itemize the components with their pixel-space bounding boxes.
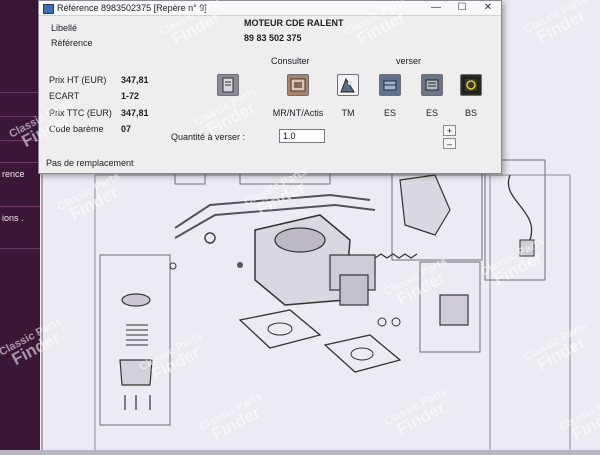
reference-dialog: Référence 8983502375 [Repère n° 9] — ☐ ✕… <box>38 0 502 174</box>
side-navigation: rence ions . <box>0 0 40 450</box>
catalog-button-label: MR/NT/Actis <box>272 108 324 118</box>
quantity-increase-button[interactable]: + <box>443 125 456 136</box>
nav-item[interactable] <box>0 92 40 114</box>
maximize-button[interactable]: ☐ <box>457 2 467 13</box>
window-title: Référence 8983502375 [Repère n° 9] <box>57 3 207 13</box>
minimize-button[interactable]: — <box>431 2 441 13</box>
title-bar: Référence 8983502375 [Repère n° 9] — ☐ ✕ <box>39 1 501 16</box>
cart-button-label: ES <box>383 108 396 118</box>
nav-item-options[interactable]: ions . <box>0 206 40 228</box>
bs-icon <box>463 77 479 93</box>
bs-button-label: BS <box>464 108 477 118</box>
catalog-icon <box>290 78 306 92</box>
nav-item[interactable] <box>0 116 40 138</box>
document-button[interactable] <box>217 74 239 96</box>
bs-button[interactable] <box>460 74 482 96</box>
basket-button-label: ES <box>425 108 438 118</box>
time-button-label: TM <box>341 108 355 118</box>
time-icon <box>340 77 355 93</box>
reference-label: Référence <box>51 38 93 48</box>
libelle-value: MOTEUR CDE RALENT <box>244 18 344 28</box>
document-icon <box>222 77 234 93</box>
cart-icon <box>383 80 397 91</box>
quantity-input[interactable] <box>279 129 325 143</box>
time-button[interactable] <box>337 74 359 96</box>
ecart-label: ECART <box>49 91 80 101</box>
consulter-section-label: Consulter <box>271 56 310 66</box>
nav-item[interactable] <box>0 248 40 270</box>
code-bareme-label: Code barème <box>49 124 104 134</box>
cart-button[interactable] <box>379 74 401 96</box>
quantity-label: Quantité à verser : <box>171 132 246 142</box>
ttc-value: 347,81 <box>121 108 149 118</box>
code-bareme-value: 07 <box>121 124 132 134</box>
replacement-status: Pas de remplacement <box>46 158 134 168</box>
quantity-decrease-button[interactable]: – <box>443 138 456 149</box>
exploded-view-diagram <box>41 6 571 450</box>
libelle-label: Libellé <box>51 23 78 33</box>
prix-ht-label: Prix HT (EUR) <box>49 75 107 85</box>
prix-ht-value: 347,81 <box>121 75 149 85</box>
nav-item[interactable] <box>0 140 40 162</box>
close-button[interactable]: ✕ <box>483 2 493 13</box>
catalog-button[interactable] <box>287 74 309 96</box>
ttc-label: Prix TTC (EUR) <box>49 108 112 118</box>
ecart-value: 1-72 <box>121 91 140 101</box>
nav-item-reference[interactable]: rence <box>0 162 40 184</box>
reference-value: 89 83 502 375 <box>244 33 302 43</box>
basket-button[interactable] <box>421 74 443 96</box>
basket-icon <box>425 79 439 91</box>
app-icon <box>43 4 54 14</box>
verser-section-label: verser <box>396 56 422 66</box>
